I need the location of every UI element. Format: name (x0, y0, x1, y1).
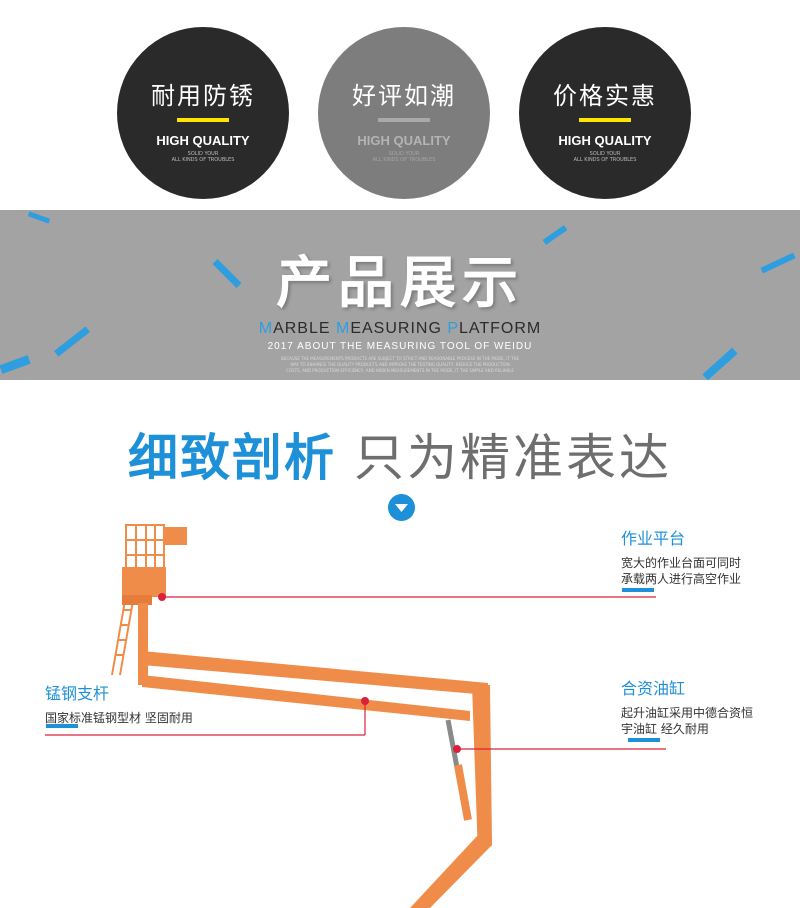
lower-boom (142, 675, 470, 721)
callout-accent-bar (46, 724, 78, 728)
badge-small-line: SOLID YOUR (388, 151, 420, 157)
badge-price: 价格实惠 HIGH QUALITY SOLID YOUR ALL KINDS O… (519, 27, 691, 199)
badge-small-text: SOLID YOUR ALL KINDS OF TROUBLES (117, 151, 289, 163)
callout-description: 起升油缸采用中德合资恒 宇油缸 经久耐用 (621, 705, 753, 737)
banner-fine-print: WAY TO ENHANCE THE QUALITY PRODUCTS AND … (290, 362, 510, 367)
subtitle-word: EASURING (350, 320, 448, 337)
knuckle-arm (472, 685, 492, 855)
callout-description: 国家标准锰钢型材 坚固耐用 (45, 710, 193, 726)
detail-heading: 细致剖析只为精准表达 (0, 418, 800, 490)
callout-steel: 锰钢支杆 国家标准锰钢型材 坚固耐用 (45, 680, 193, 726)
product-diagram: 作业平台 宽大的作业台面可同时 承载两人进行高空作业 锰钢支杆 国家标准锰钢型材… (0, 515, 800, 908)
callout-line: 国家标准锰钢型材 坚固耐用 (45, 711, 193, 725)
decorative-shard (702, 347, 738, 380)
subtitle-word: LATFORM (459, 320, 542, 337)
badge-small-line: ALL KINDS OF TROUBLES (372, 157, 436, 163)
banner-fine-print: BECAUSE THE MEASUREMENTS PRODUCTS ARE SU… (280, 356, 520, 361)
feature-badges: 耐用防锈 HIGH QUALITY SOLID YOUR ALL KINDS O… (0, 0, 800, 210)
detail-heading-highlight: 细致剖析 (128, 429, 336, 487)
banner-subtitle-secondary: 2017 ABOUT THE MEASURING TOOL OF WEIDU (267, 341, 533, 352)
badge-divider (579, 118, 631, 122)
badge-small-line: SOLID YOUR (187, 151, 219, 157)
callout-platform: 作业平台 宽大的作业台面可同时 承载两人进行高空作业 (621, 525, 741, 587)
boom-lift-illustration (45, 524, 666, 908)
detail-heading-rest: 只为精准表达 (354, 429, 672, 487)
badge-title: 耐用防锈 (151, 82, 255, 110)
pointer-steel (45, 697, 369, 736)
decorative-shard (27, 211, 51, 224)
badge-small-line: SOLID YOUR (589, 151, 621, 157)
callout-description: 宽大的作业台面可同时 承载两人进行高空作业 (621, 555, 741, 587)
badge-title: 价格实惠 (553, 82, 657, 110)
badge-reviews: 好评如潮 HIGH QUALITY SOLID YOUR ALL KINDS O… (318, 27, 490, 199)
badge-small-line: ALL KINDS OF TROUBLES (171, 157, 235, 163)
badge-quality-label: HIGH QUALITY (357, 133, 451, 148)
decorative-shard (0, 355, 31, 374)
pointer-platform (158, 593, 656, 601)
callout-line: 承载两人进行高空作业 (621, 572, 742, 586)
badge-small-line: ALL KINDS OF TROUBLES (573, 157, 637, 163)
pointer-cylinder (453, 745, 666, 753)
subtitle-initial: M (335, 320, 351, 337)
callout-accent-bar (622, 588, 654, 592)
badge-durable: 耐用防锈 HIGH QUALITY SOLID YOUR ALL KINDS O… (117, 27, 289, 199)
badge-divider (177, 118, 229, 122)
badge-quality-label: HIGH QUALITY (156, 133, 250, 148)
work-platform (122, 567, 166, 597)
product-showcase-banner: 产品展示 MARBLE MEASURING PLATFORM 2017 ABOU… (0, 210, 800, 380)
callout-line: 宇油缸 经久耐用 (621, 722, 709, 736)
chevron-down-icon (395, 504, 408, 512)
badge-small-text: SOLID YOUR ALL KINDS OF TROUBLES (318, 151, 490, 163)
platform-post (138, 603, 148, 685)
scroll-down-button[interactable] (388, 494, 415, 521)
badge-quality-label: HIGH QUALITY (558, 133, 652, 148)
banner-fine-print: COSTS, AND PRODUCTION EFFICIENCY, AND WI… (286, 368, 514, 373)
callout-line: 起升油缸采用中德合资恒 (621, 706, 754, 720)
lower-arm (410, 835, 492, 908)
subtitle-word: ARBLE (273, 320, 336, 337)
badge-small-text: SOLID YOUR ALL KINDS OF TROUBLES (519, 151, 691, 163)
upper-boom (142, 651, 488, 695)
subtitle-initial: P (447, 320, 459, 337)
callout-line: 宽大的作业台面可同时 (621, 556, 742, 570)
callout-cylinder: 合资油缸 起升油缸采用中德合资恒 宇油缸 经久耐用 (621, 675, 753, 737)
banner-subtitle: MARBLE MEASURING PLATFORM (0, 320, 800, 338)
badge-divider (378, 118, 430, 122)
callout-title: 作业平台 (621, 529, 686, 548)
callout-title: 合资油缸 (621, 679, 686, 698)
subtitle-initial: M (258, 320, 274, 337)
banner-title: 产品展示 (276, 251, 524, 316)
badge-title: 好评如潮 (352, 82, 456, 110)
callout-accent-bar (628, 738, 660, 742)
control-box (163, 527, 187, 545)
callout-title: 锰钢支杆 (45, 684, 110, 703)
